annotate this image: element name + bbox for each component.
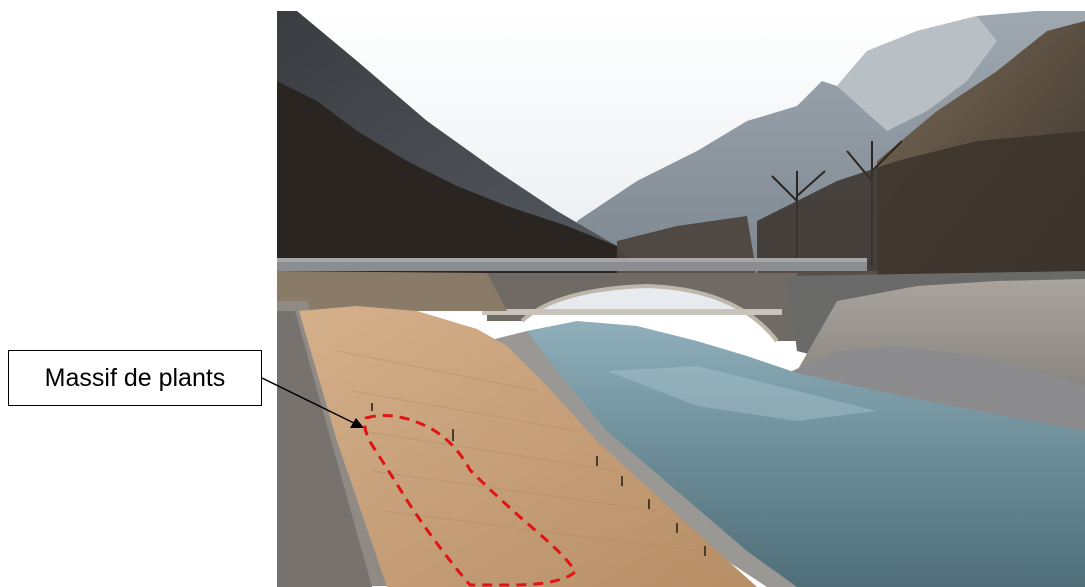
callout-box: Massif de plants <box>8 350 262 406</box>
callout-label: Massif de plants <box>44 363 226 392</box>
river-bank-photo <box>277 11 1085 587</box>
